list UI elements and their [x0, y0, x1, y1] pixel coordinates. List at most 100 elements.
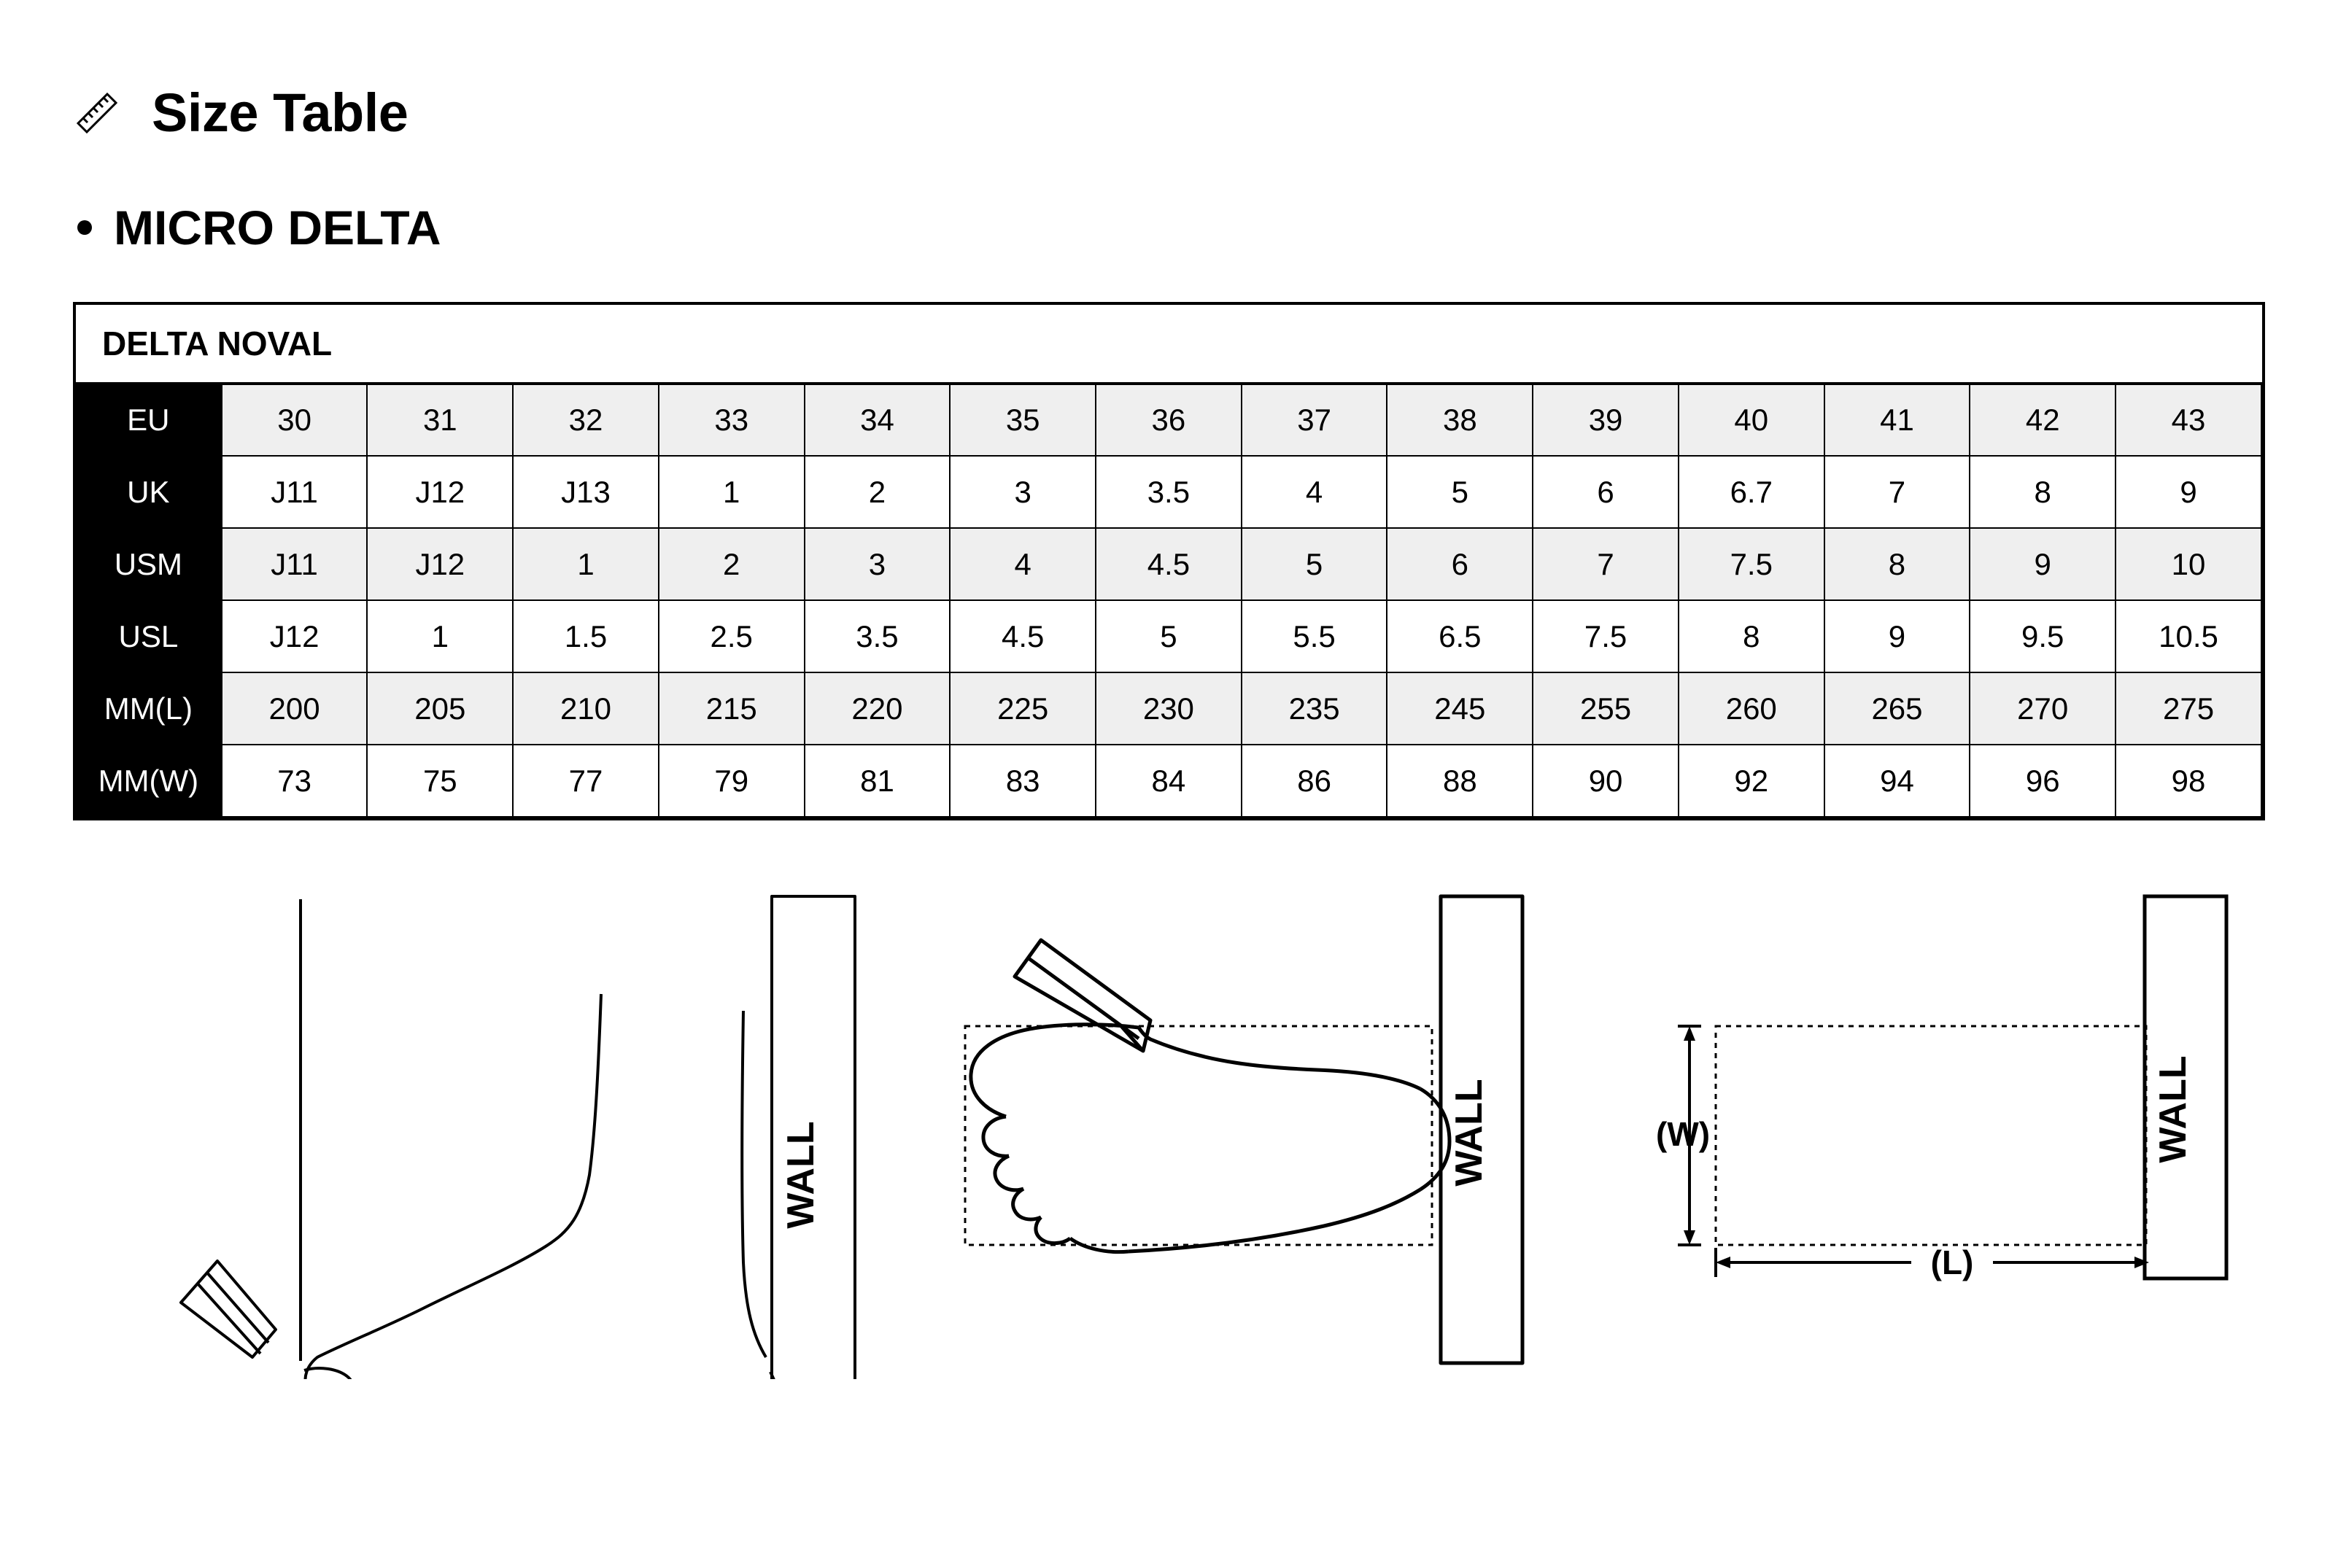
cell-usm-10: 7.5: [1677, 527, 1825, 601]
length-label: (L): [1931, 1243, 1974, 1281]
cell-usl-7: 5.5: [1240, 599, 1388, 673]
wall-bar: [770, 895, 856, 1379]
cell-mml-3: 215: [657, 672, 805, 745]
table-row-mmw: MM(W) 73 75 77 79 81 83 84 86 88 90 92 9…: [76, 744, 2262, 818]
cell-mml-4: 220: [803, 672, 951, 745]
cell-uk-2: J13: [512, 455, 659, 529]
row-label-usm: USM: [76, 527, 222, 601]
size-table-container: DELTA NOVAL EU 30 31 32 33 34 35 36 37 3…: [73, 302, 2265, 820]
wall-label-3: WALL: [2152, 1055, 2194, 1163]
page-title: Size Table: [152, 82, 409, 143]
size-table: DELTA NOVAL EU 30 31 32 33 34 35 36 37 3…: [76, 305, 2262, 818]
table-row-usl: USL J12 1 1.5 2.5 3.5 4.5 5 5.5 6.5 7.5 …: [76, 599, 2262, 673]
cell-eu-11: 41: [1823, 382, 1971, 457]
length-dimension-arrow: [1714, 1248, 2149, 1277]
cell-uk-6: 3.5: [1095, 455, 1242, 529]
dotted-rectangle: [1714, 1025, 2148, 1246]
table-caption-row: DELTA NOVAL: [76, 305, 2261, 384]
cell-eu-9: 39: [1532, 382, 1679, 457]
size-table-page: Size Table MICRO DELTA DELTA NOVAL EU 30…: [73, 82, 2338, 1394]
row-label-mmw: MM(W): [76, 744, 222, 818]
cell-mmw-4: 81: [803, 744, 951, 818]
cell-usl-12: 9.5: [1969, 599, 2117, 673]
cell-mmw-9: 90: [1532, 744, 1679, 818]
cell-usm-3: 2: [657, 527, 805, 601]
cell-mmw-10: 92: [1677, 744, 1825, 818]
width-dimension-arrow: [1678, 1025, 1701, 1246]
cell-uk-9: 6: [1532, 455, 1679, 529]
cell-uk-12: 8: [1969, 455, 2117, 529]
cell-mmw-11: 94: [1823, 744, 1971, 818]
cell-eu-8: 38: [1386, 382, 1534, 457]
wall-label-2: WALL: [1448, 1079, 1490, 1186]
footprint-outline: [969, 1022, 1452, 1254]
cell-mml-6: 230: [1095, 672, 1242, 745]
table-caption: DELTA NOVAL: [76, 305, 2261, 384]
cell-mml-8: 245: [1386, 672, 1534, 745]
cell-mml-11: 265: [1823, 672, 1971, 745]
cell-mmw-13: 98: [2115, 744, 2262, 818]
cell-mml-9: 255: [1532, 672, 1679, 745]
cell-uk-5: 3: [949, 455, 1097, 529]
row-label-uk: UK: [76, 455, 222, 529]
cell-eu-4: 34: [803, 382, 951, 457]
cell-mmw-8: 88: [1386, 744, 1534, 818]
cell-mml-1: 205: [366, 672, 514, 745]
size-table-body: DELTA NOVAL EU 30 31 32 33 34 35 36 37 3…: [76, 305, 2262, 818]
cell-mmw-0: 73: [220, 744, 368, 818]
width-label: (W): [1656, 1115, 1710, 1153]
cell-mml-2: 210: [512, 672, 659, 745]
cell-eu-0: 30: [220, 382, 368, 457]
wall-bar: [1439, 894, 1525, 1365]
cell-mmw-6: 84: [1095, 744, 1242, 818]
cell-usl-13: 10.5: [2115, 599, 2262, 673]
cell-usm-9: 7: [1532, 527, 1679, 601]
cell-mml-7: 235: [1240, 672, 1388, 745]
dotted-bounding-box: [964, 1025, 1433, 1246]
row-label-eu: EU: [76, 382, 222, 457]
cell-usm-0: J11: [220, 527, 368, 601]
pencil-icon: [1013, 938, 1153, 1053]
cell-usm-5: 4: [949, 527, 1097, 601]
cell-mmw-3: 79: [657, 744, 805, 818]
cell-usm-2: 1: [512, 527, 659, 601]
cell-usl-0: J12: [220, 599, 368, 673]
cell-usl-8: 6.5: [1386, 599, 1534, 673]
table-row-mml: MM(L) 200 205 210 215 220 225 230 235 24…: [76, 672, 2262, 745]
wall-bar: [2142, 894, 2229, 1281]
cell-eu-2: 32: [512, 382, 659, 457]
diagram-foot-top-view: WALL: [964, 894, 1525, 1365]
cell-usl-1: 1: [366, 599, 514, 673]
cell-uk-8: 5: [1386, 455, 1534, 529]
cell-eu-1: 31: [366, 382, 514, 457]
cell-mml-5: 225: [949, 672, 1097, 745]
measurement-diagrams: WALL: [73, 883, 2338, 1394]
cell-uk-10: 6.7: [1677, 455, 1825, 529]
cell-uk-1: J12: [366, 455, 514, 529]
cell-uk-11: 7: [1823, 455, 1971, 529]
cell-uk-7: 4: [1240, 455, 1388, 529]
ruler-icon: [76, 92, 118, 134]
cell-usl-5: 4.5: [949, 599, 1097, 673]
cell-mml-0: 200: [220, 672, 368, 745]
cell-usm-8: 6: [1386, 527, 1534, 601]
cell-uk-0: J11: [220, 455, 368, 529]
cell-mml-13: 275: [2115, 672, 2262, 745]
cell-usl-6: 5: [1095, 599, 1242, 673]
cell-usl-10: 8: [1677, 599, 1825, 673]
table-row-uk: UK J11 J12 J13 1 2 3 3.5 4 5 6 6.7 7 8 9: [76, 455, 2262, 529]
cell-uk-13: 9: [2115, 455, 2262, 529]
row-label-usl: USL: [76, 599, 222, 673]
cell-mmw-5: 83: [949, 744, 1097, 818]
cell-usm-1: J12: [366, 527, 514, 601]
cell-usl-4: 3.5: [803, 599, 951, 673]
cell-usm-13: 10: [2115, 527, 2262, 601]
wall-label-1: WALL: [780, 1121, 822, 1228]
cell-eu-7: 37: [1240, 382, 1388, 457]
product-line-label: MICRO DELTA: [114, 201, 441, 255]
cell-mml-12: 270: [1969, 672, 2117, 745]
row-label-mml: MM(L): [76, 672, 222, 745]
bullet-icon: [77, 220, 92, 235]
cell-usm-11: 8: [1823, 527, 1971, 601]
cell-mmw-2: 77: [512, 744, 659, 818]
